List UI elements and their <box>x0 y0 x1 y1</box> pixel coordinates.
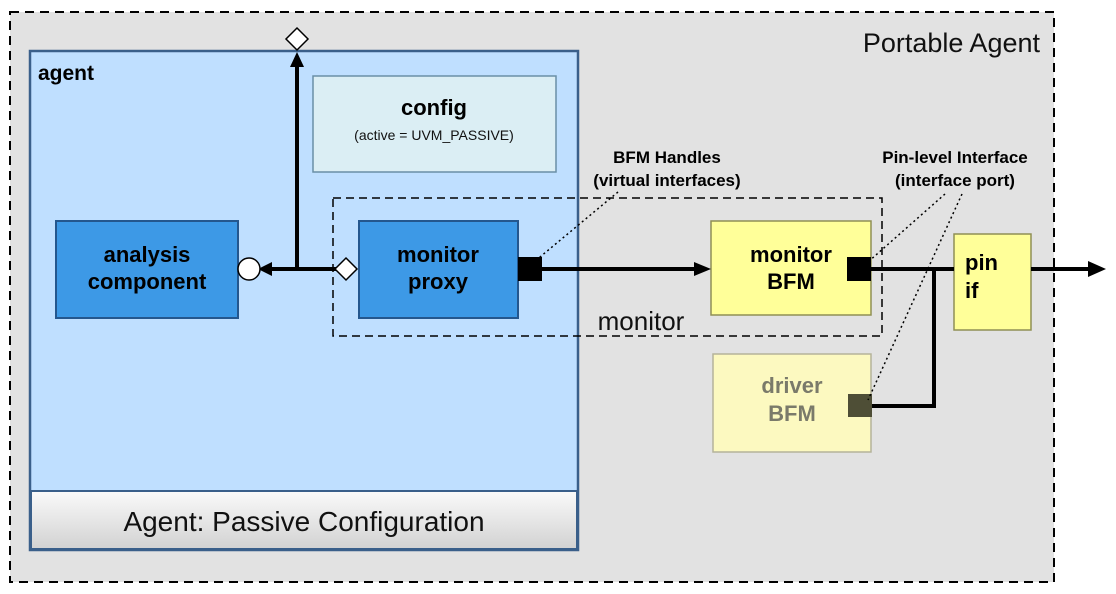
driver-bfm-interface-port <box>848 394 872 417</box>
pin-level-leader-monitor <box>867 193 946 263</box>
pin-if-output-arrowhead <box>1088 261 1106 277</box>
analysis-export-circle <box>237 257 261 281</box>
config-detail: (active = UVM_PASSIVE) <box>354 127 514 143</box>
portable-agent-label: Portable Agent <box>863 28 1041 58</box>
analysis-component-line2: component <box>88 269 207 294</box>
agent-footer <box>30 490 578 550</box>
bfm-handles-leader <box>533 191 619 263</box>
driver-bfm-line2: BFM <box>768 401 816 426</box>
pin-if <box>953 233 1032 331</box>
monitor-proxy-line1: monitor <box>397 242 479 267</box>
monitor-group-label: monitor <box>598 306 685 336</box>
driver-bfm <box>712 353 872 453</box>
pin-level-annotation-line1: Pin-level Interface <box>882 148 1028 167</box>
monitor-bfm-line2: BFM <box>767 269 815 294</box>
driver-bfm-line1: driver <box>761 373 823 398</box>
config-box <box>312 75 557 173</box>
bfm-handles-annotation-line1: BFM Handles <box>613 148 721 167</box>
monitor-proxy-line2: proxy <box>408 269 469 294</box>
pin-if-line2: if <box>965 278 979 303</box>
config-title: config <box>401 95 467 120</box>
pin-if-line1: pin <box>965 250 998 275</box>
agent-export-arrowhead <box>290 52 304 67</box>
proxy-analysis-port-diamond <box>333 256 359 282</box>
monitor-bfm-line1: monitor <box>750 242 832 267</box>
analysis-component-line1: analysis <box>104 242 191 267</box>
monitor-bfm <box>710 220 872 316</box>
pin-level-annotation-line2: (interface port) <box>895 171 1015 190</box>
proxy-bfm-handle-port <box>518 257 542 281</box>
agent-export-port-diamond <box>284 26 310 52</box>
driver-bfm-to-pin-if <box>872 269 936 408</box>
agent-label: agent <box>38 62 94 85</box>
monitor-bfm-arrowhead <box>694 262 711 276</box>
analysis-arrowhead <box>258 262 272 276</box>
analysis-component <box>55 220 239 319</box>
agent-footer-label: Agent: Passive Configuration <box>123 506 484 537</box>
monitor-bfm-interface-port <box>847 257 871 281</box>
bfm-handles-annotation-line2: (virtual interfaces) <box>593 171 740 190</box>
